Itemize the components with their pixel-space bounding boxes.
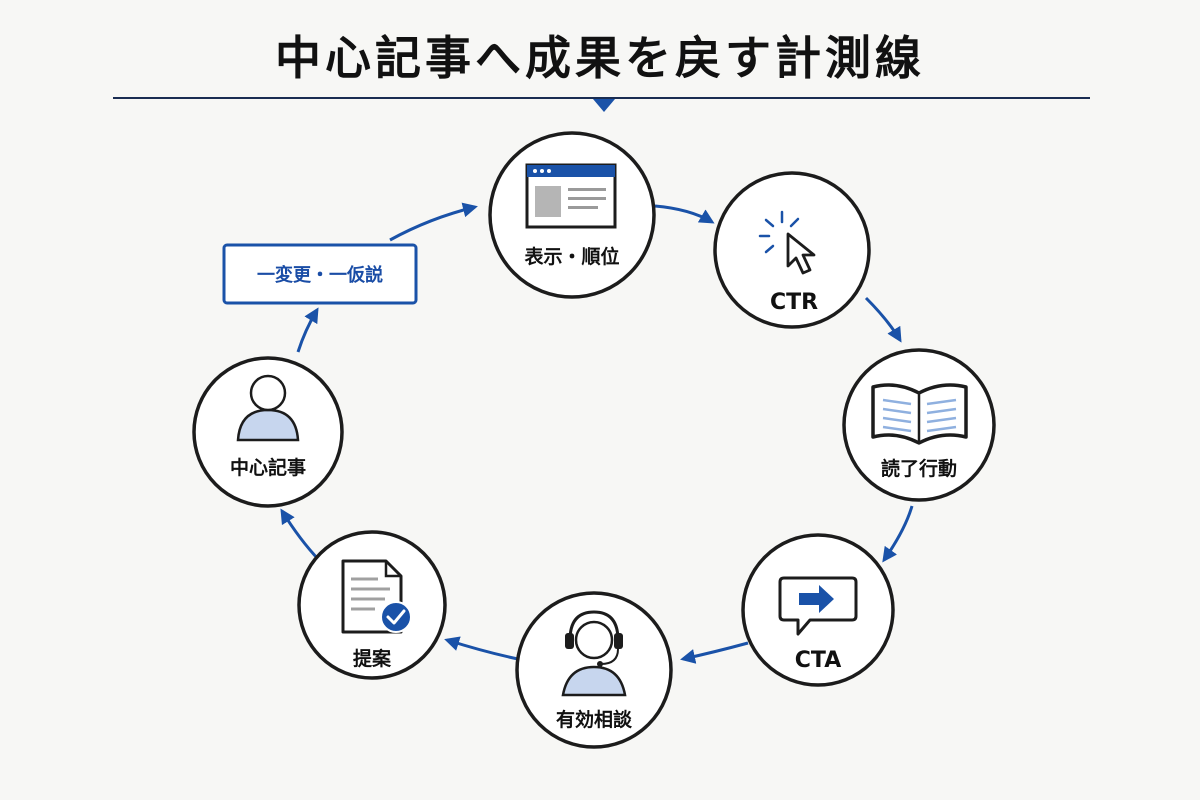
- diagram-title: 中心記事へ成果を戻す計測線: [275, 31, 925, 85]
- arrow-reading-to-cta: [882, 505, 914, 563]
- node-label-display: 表示・順位: [524, 245, 619, 268]
- cursor-click-icon: [758, 210, 816, 275]
- node-label-proposal: 提案: [353, 647, 392, 670]
- node-label-consult: 有効相談: [556, 708, 633, 731]
- node-label-article: 中心記事: [230, 456, 306, 479]
- node-reading-behavior: 読了行動: [842, 348, 996, 502]
- title-pointer-icon: [593, 99, 615, 112]
- arrow-proposal-to-article: [280, 508, 321, 562]
- node-pillar-article: 中心記事: [192, 356, 344, 508]
- open-book-icon: [871, 383, 968, 445]
- arrow-hypothesis-to-display: [389, 202, 478, 242]
- node-label-cta: CTA: [795, 648, 841, 673]
- arrow-article-to-hypothesis: [296, 307, 319, 353]
- arrow-ctr-to-reading: [864, 296, 902, 343]
- node-label-ctr: CTR: [770, 290, 818, 315]
- arrow-consult-to-proposal: [444, 636, 519, 661]
- hypothesis-label: 一変更・一仮説: [257, 264, 383, 286]
- headset-person-icon: [561, 610, 627, 697]
- arrow-display-to-ctr: [654, 204, 715, 224]
- person-icon: [236, 374, 300, 442]
- node-display-rank: 表示・順位: [488, 131, 656, 299]
- hypothesis-box: 一変更・一仮説: [222, 243, 418, 305]
- node-proposal: 提案: [297, 530, 447, 680]
- arrow-cta-to-consult: [680, 641, 749, 664]
- title-divider: [113, 97, 1090, 99]
- node-valid-consultation: 有効相談: [515, 591, 673, 749]
- arrow-speech-bubble-icon: [778, 576, 858, 636]
- node-cta: CTA: [741, 533, 895, 687]
- document-check-icon: [341, 559, 412, 634]
- node-label-reading: 読了行動: [881, 457, 957, 480]
- browser-window-icon: [525, 163, 617, 229]
- node-ctr: CTR: [713, 171, 871, 329]
